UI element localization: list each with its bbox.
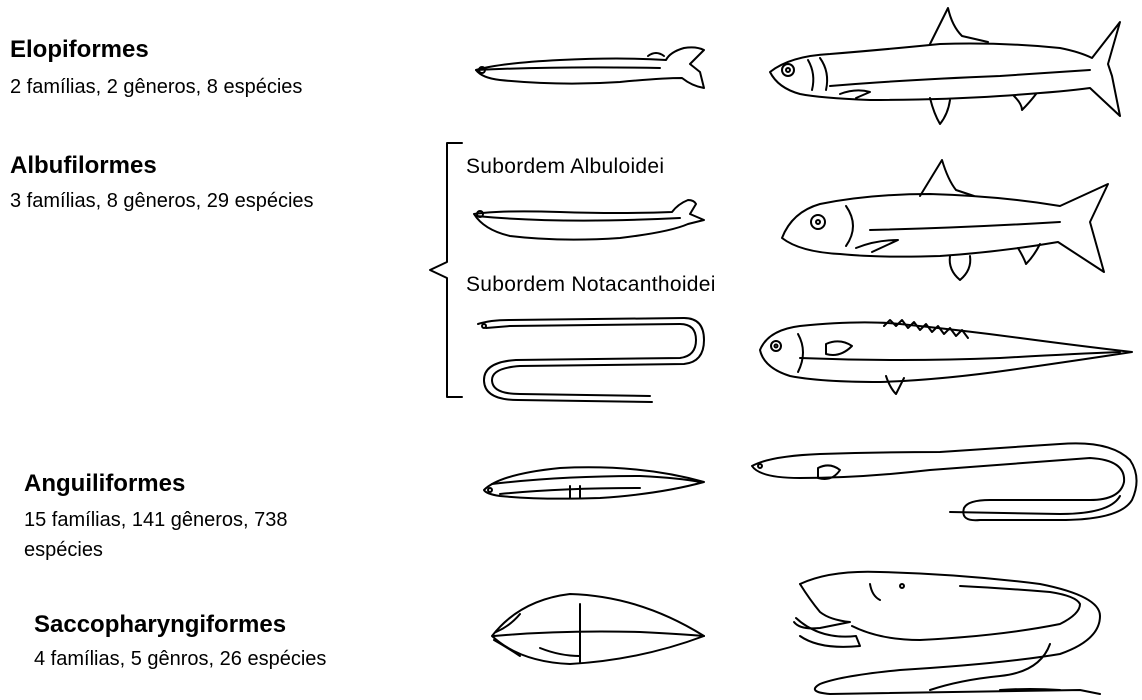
gulper-eel-adult-icon xyxy=(794,572,1100,694)
albuloid-larva-icon xyxy=(474,200,704,240)
notacanthoid-adult-fish-icon xyxy=(760,320,1132,394)
elopiform-larva-icon xyxy=(476,47,704,88)
suborder-bracket xyxy=(430,143,462,397)
eel-larva-icon xyxy=(484,467,704,498)
notacanthoid-larva-icon xyxy=(478,318,704,402)
saccopharyngiform-larva-icon xyxy=(492,594,704,664)
elopiform-adult-fish-icon xyxy=(770,8,1120,124)
eel-adult-icon xyxy=(752,443,1137,520)
albuloid-adult-fish-icon xyxy=(782,160,1108,280)
